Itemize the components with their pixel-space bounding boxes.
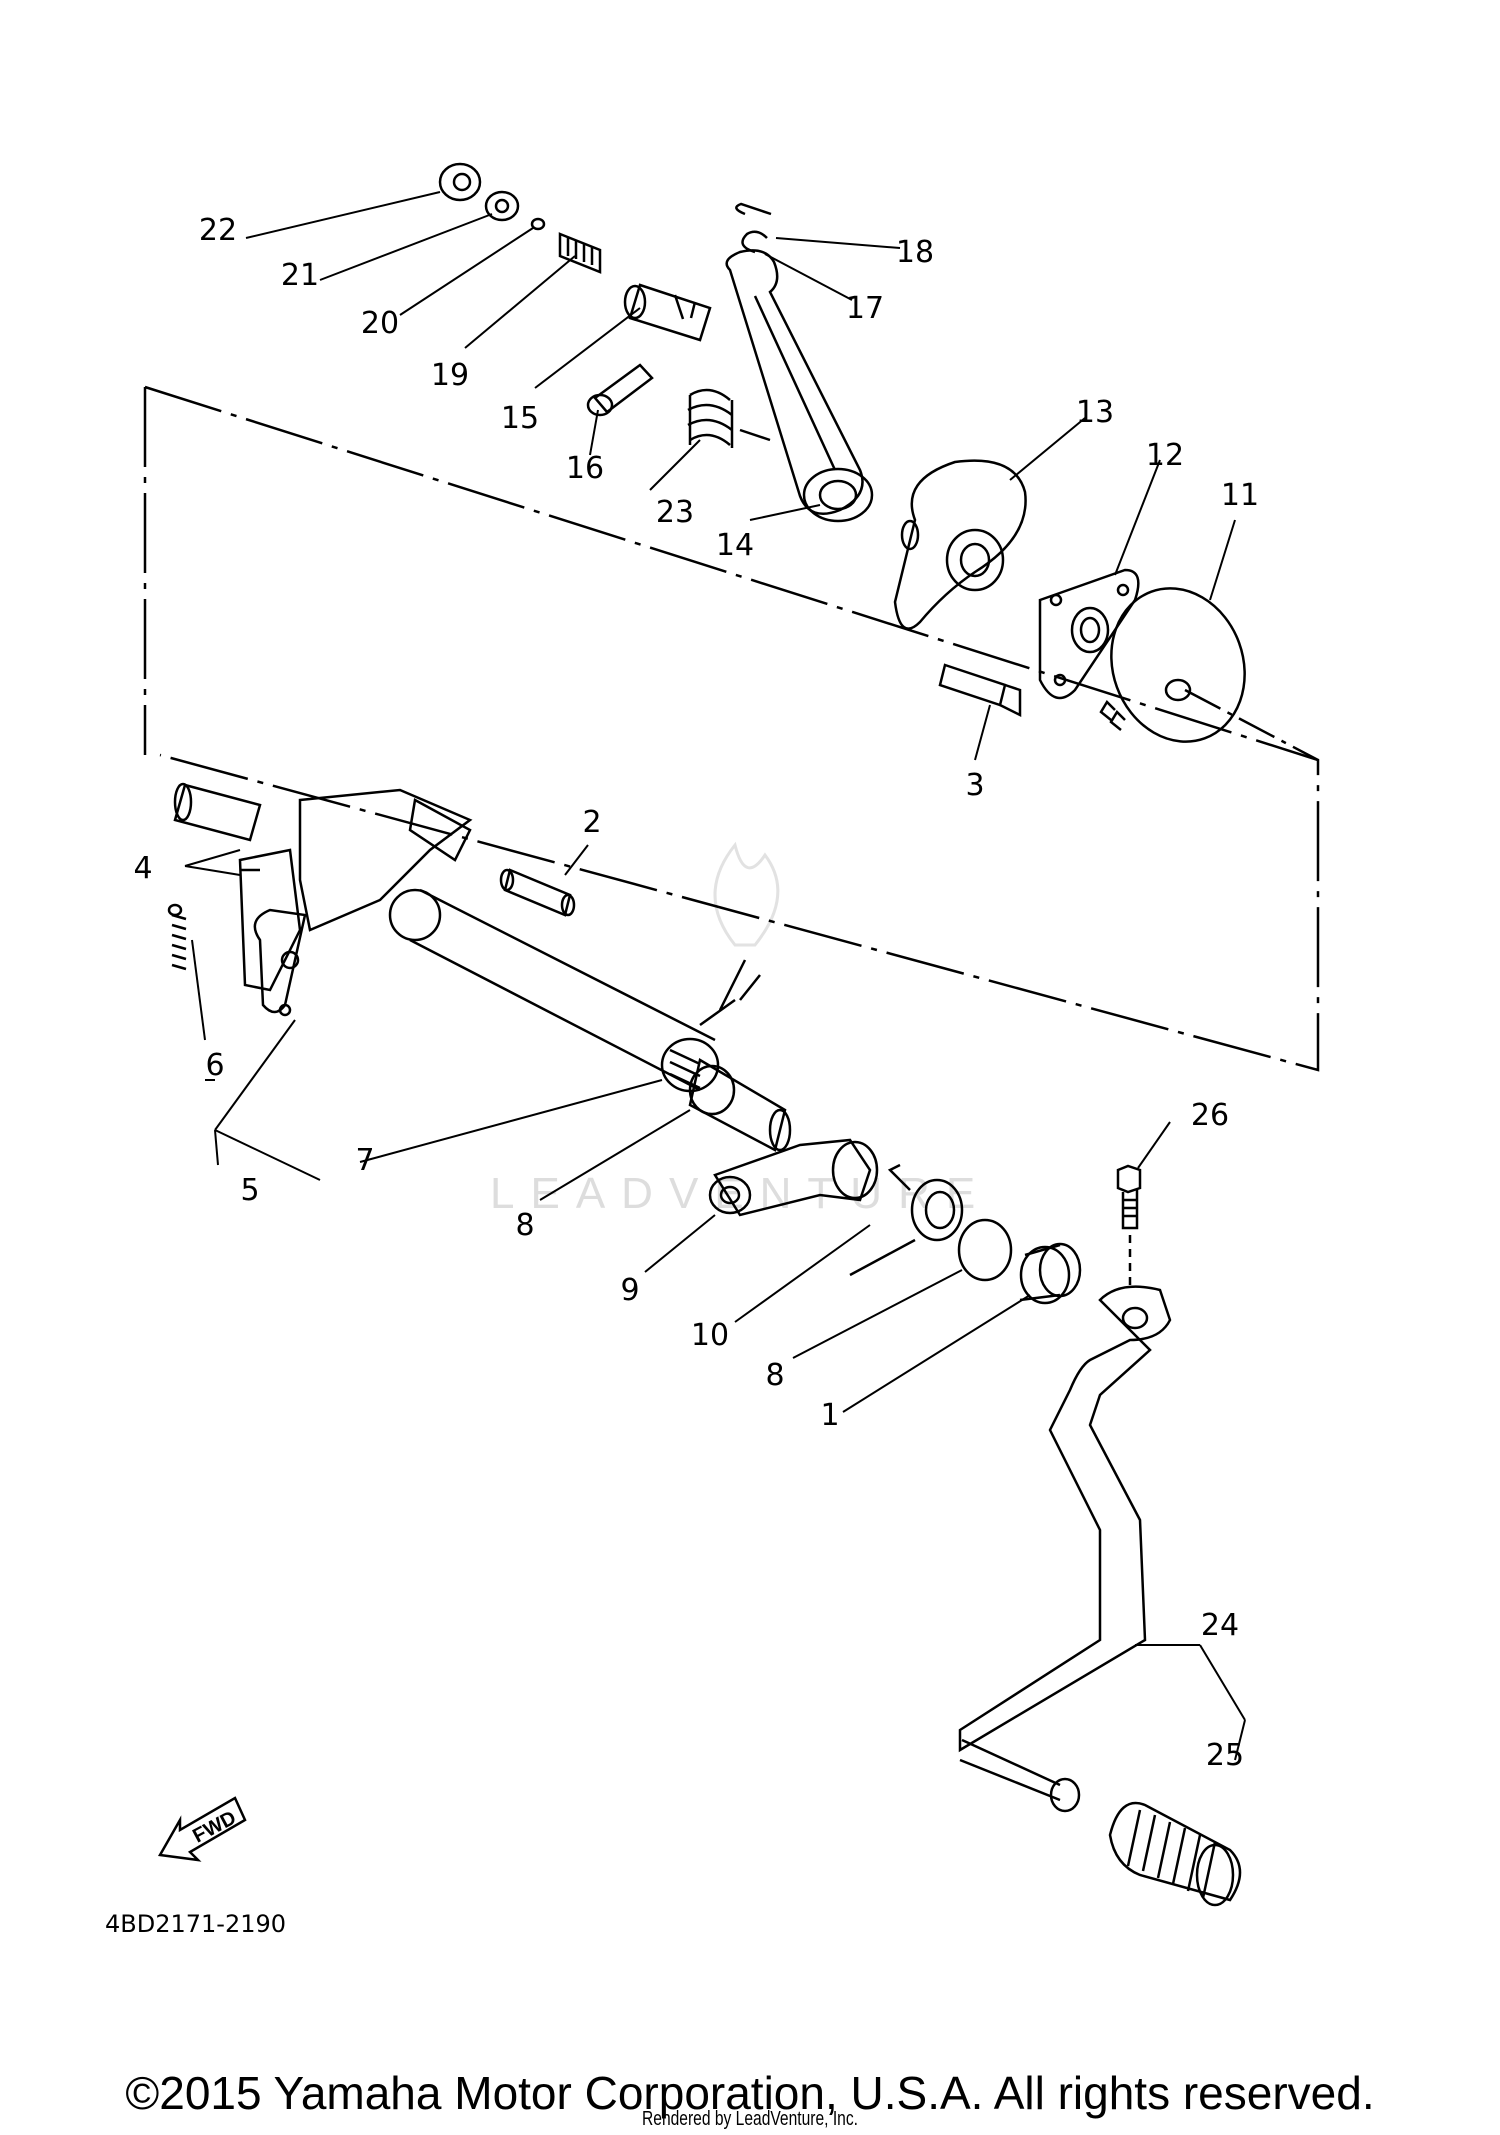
part-12-bracket — [1038, 568, 1140, 700]
copyright-notice: ©2015 Yamaha Motor Corporation, U.S.A. A… — [125, 2067, 1375, 2119]
part-label-5: 5 — [240, 1173, 259, 1208]
part-6-spring — [167, 903, 187, 971]
watermark: LEADVENTURE — [490, 841, 975, 1218]
part-label-23: 23 — [656, 495, 694, 530]
part-13-plate — [893, 459, 1027, 630]
part-label-10: 10 — [691, 1318, 729, 1353]
part-20-ring — [530, 217, 546, 231]
part-9-lever — [708, 1138, 879, 1217]
part-label-26: 26 — [1191, 1098, 1229, 1133]
part-15-sleeve — [623, 283, 712, 342]
part-16-pin — [586, 363, 654, 417]
part-14-arm — [725, 249, 874, 523]
dash-outline — [143, 385, 1320, 1072]
part-22-nut — [438, 162, 482, 202]
part-label-13: 13 — [1076, 395, 1114, 430]
part-label-17: 17 — [846, 291, 884, 326]
part-25-rubber — [1108, 1801, 1242, 1907]
part-10-spring — [849, 1163, 964, 1277]
part-label-20: 20 — [361, 306, 399, 341]
part-label-6: 6 — [205, 1048, 224, 1083]
part-label-19: 19 — [431, 358, 469, 393]
dash-axis-11 — [1184, 688, 1319, 762]
part-label-15: 15 — [501, 401, 539, 436]
part-label-24: 24 — [1201, 1608, 1239, 1643]
part-label-7: 7 — [355, 1143, 374, 1178]
part-label-16: 16 — [566, 451, 604, 486]
part-21-washer — [484, 190, 520, 222]
part-2-roller — [499, 868, 576, 917]
part-24-shift-pedal — [958, 1285, 1172, 1813]
part-17-clip — [741, 230, 768, 254]
part-4-shift-fork — [173, 782, 473, 992]
part-label-4: 4 — [133, 851, 152, 886]
fwd-label: FWD — [189, 1807, 240, 1848]
part-label-8-2: 8 — [765, 1358, 784, 1393]
drawing-code: 4BD2171-2190 — [105, 1910, 286, 1938]
part-label-3: 3 — [965, 768, 984, 803]
part-label-21: 21 — [281, 258, 319, 293]
part-label-2: 2 — [582, 805, 601, 840]
part-5-arm — [253, 908, 307, 1017]
part-label-8: 8 — [515, 1208, 534, 1243]
rendered-by: Rendered by LeadVenture, Inc. — [642, 2108, 858, 2130]
part-label-9: 9 — [620, 1273, 639, 1308]
part-8-washer-b — [957, 1218, 1013, 1282]
part-11-cam — [1099, 587, 1246, 743]
part-label-14: 14 — [716, 528, 754, 563]
part-label-25: 25 — [1206, 1738, 1244, 1773]
part-label-1: 1 — [820, 1398, 839, 1433]
part-7-shift-shaft — [388, 888, 792, 1152]
part-1-collar — [1019, 1242, 1082, 1305]
part-26-bolt — [1116, 1164, 1142, 1285]
part-19-stud — [558, 232, 602, 274]
part-label-22: 22 — [199, 213, 237, 248]
part-23-spring — [687, 388, 771, 448]
leader-lines — [184, 191, 1246, 1761]
part-label-18: 18 — [896, 235, 934, 270]
part-3-bolt — [938, 663, 1022, 718]
part-label-11: 11 — [1221, 478, 1259, 513]
fwd-arrow: FWD — [157, 1796, 247, 1862]
part-label-12: 12 — [1146, 438, 1184, 473]
part-8-washer-a — [688, 1064, 736, 1116]
part-18-cotter — [735, 202, 772, 216]
